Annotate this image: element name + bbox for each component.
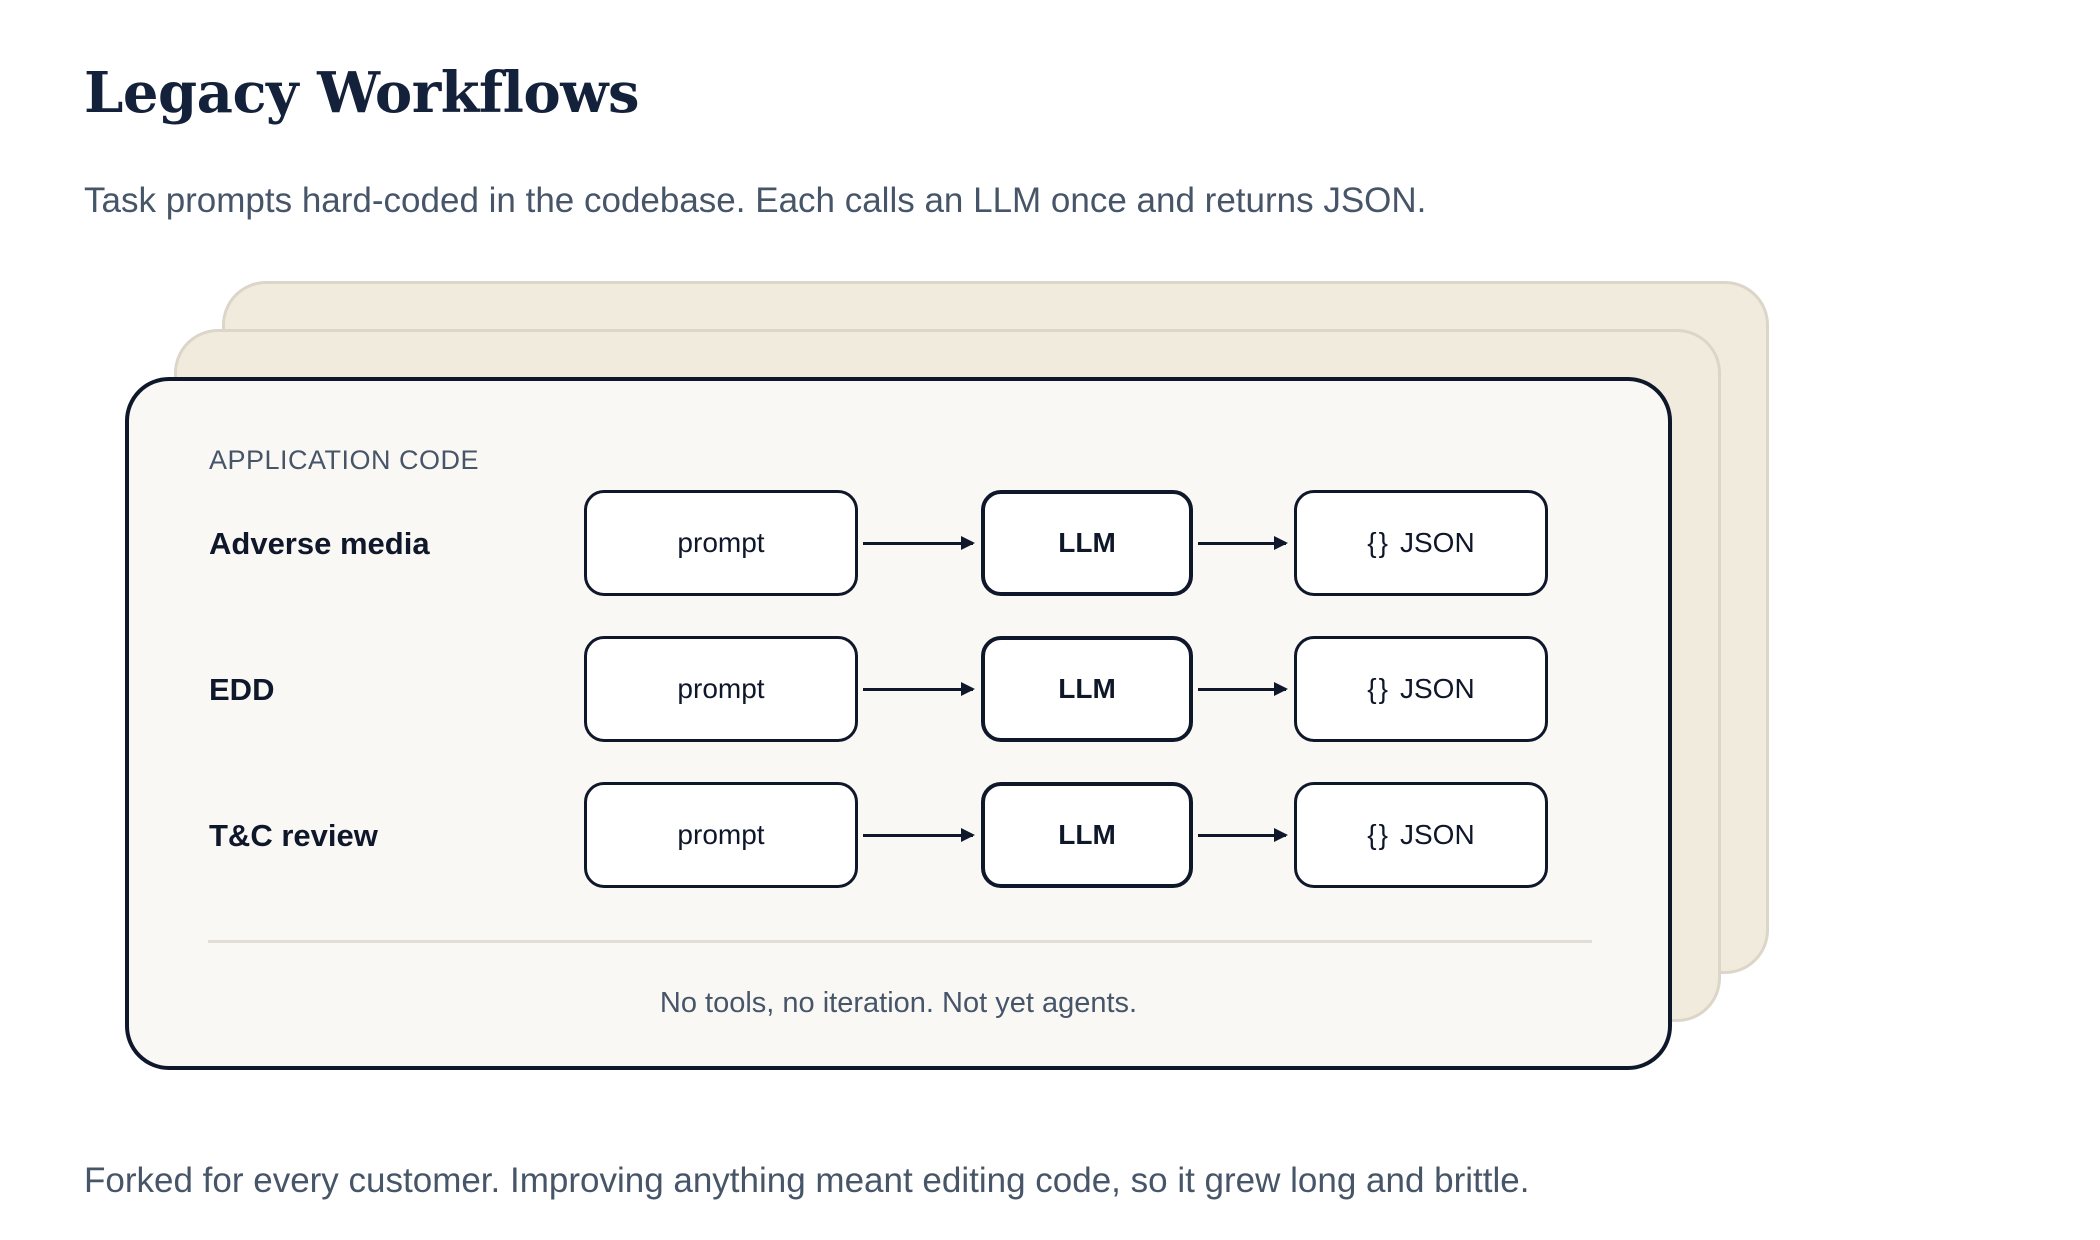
prompt-node: prompt xyxy=(584,782,858,888)
json-output-node: {} JSON xyxy=(1294,782,1548,888)
llm-node-label: LLM xyxy=(1058,527,1116,558)
llm-node: LLM xyxy=(981,782,1193,888)
json-output-node: {} JSON xyxy=(1294,636,1548,742)
braces-icon: {} xyxy=(1367,527,1390,558)
llm-node-label: LLM xyxy=(1058,673,1116,704)
workflow-label-adverse-media: Adverse media xyxy=(209,526,430,561)
braces-icon: {} xyxy=(1367,673,1390,704)
prompt-node-label: prompt xyxy=(677,527,765,558)
arrow-llm-to-json xyxy=(1198,682,1288,696)
arrow-prompt-to-llm xyxy=(863,828,975,842)
llm-node: LLM xyxy=(981,636,1193,742)
page-subtitle: Task prompts hard-coded in the codebase.… xyxy=(84,181,1427,220)
llm-node: LLM xyxy=(981,490,1193,596)
footer-note: Forked for every customer. Improving any… xyxy=(84,1161,1530,1200)
arrow-prompt-to-llm xyxy=(863,536,975,550)
prompt-node-label: prompt xyxy=(677,819,765,850)
arrow-llm-to-json xyxy=(1198,536,1288,550)
json-output-label: JSON xyxy=(1400,673,1475,704)
prompt-node-label: prompt xyxy=(677,673,765,704)
json-output-node: {} JSON xyxy=(1294,490,1548,596)
json-output-label: JSON xyxy=(1400,527,1475,558)
arrow-prompt-to-llm xyxy=(863,682,975,696)
prompt-node: prompt xyxy=(584,490,858,596)
section-label: APPLICATION CODE xyxy=(209,445,480,475)
json-output-label: JSON xyxy=(1400,819,1475,850)
braces-icon: {} xyxy=(1367,819,1390,850)
page-title: Legacy Workflows xyxy=(84,60,640,126)
card-divider xyxy=(208,940,1592,943)
prompt-node: prompt xyxy=(584,636,858,742)
workflow-label-edd: EDD xyxy=(209,672,275,707)
workflow-label-tc-review: T&C review xyxy=(209,818,378,853)
card-caption: No tools, no iteration. Not yet agents. xyxy=(659,987,1138,1019)
llm-node-label: LLM xyxy=(1058,819,1116,850)
arrow-llm-to-json xyxy=(1198,828,1288,842)
